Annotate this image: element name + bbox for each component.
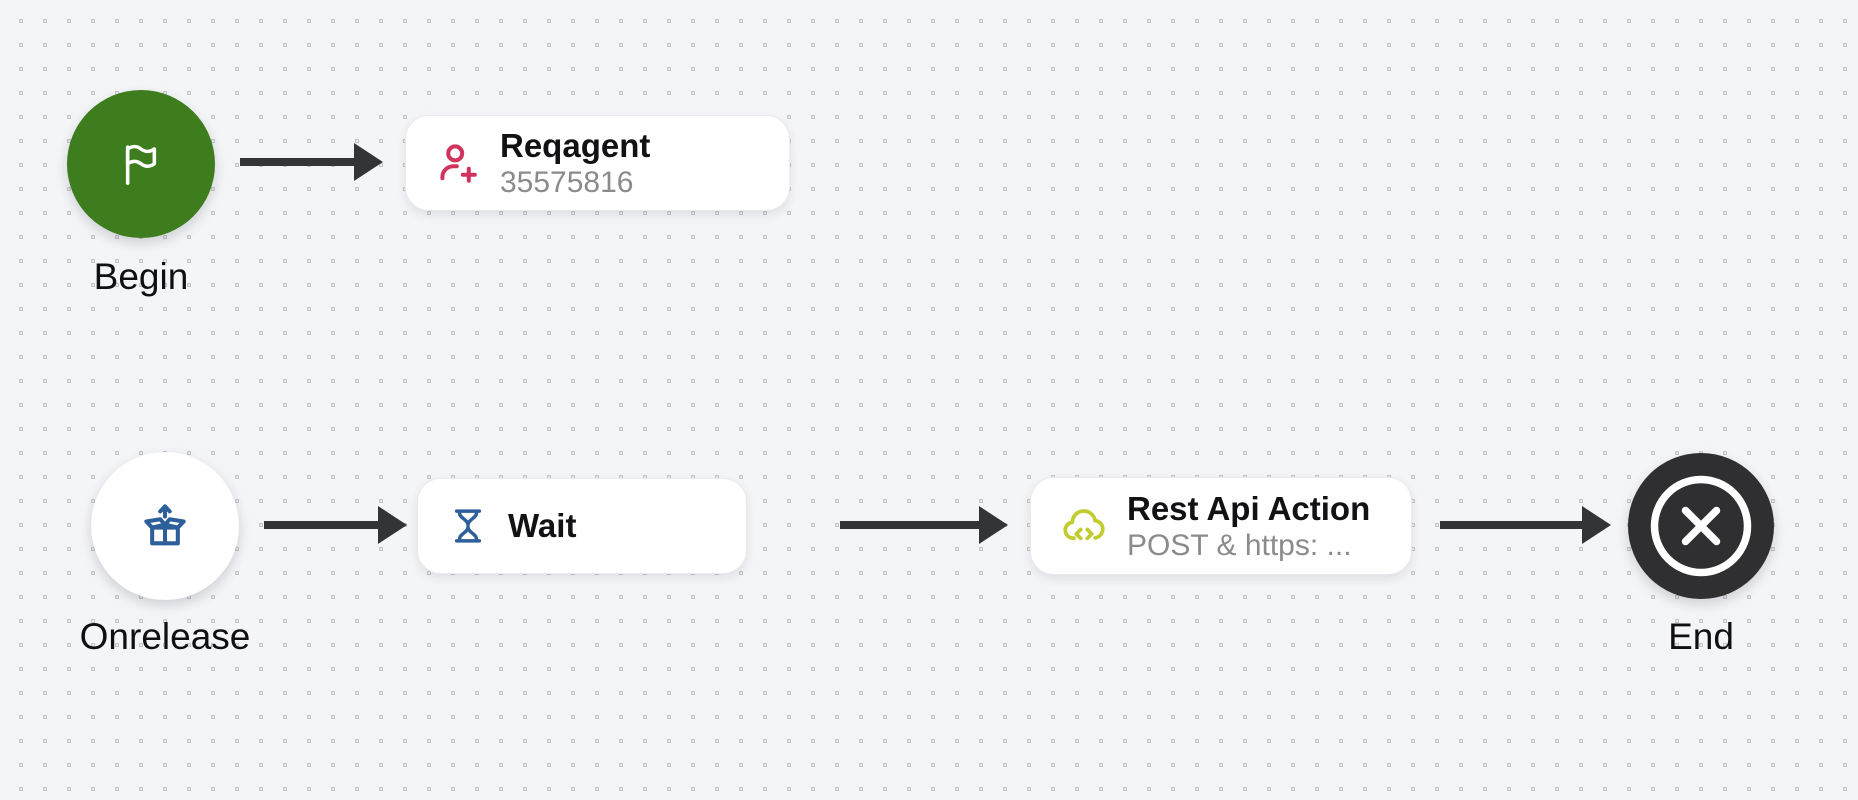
wait-card[interactable]: Wait [417,478,747,574]
rest-api-card-title: Rest Api Action [1127,489,1371,527]
end-node-label: End [1668,616,1734,657]
close-circle-icon [1628,453,1774,599]
connector-onrelease-wait [264,521,378,529]
person-add-icon [434,139,482,187]
flag-icon [116,139,166,189]
onrelease-node[interactable] [91,452,239,600]
wait-card-title: Wait [508,506,577,544]
reqagent-card[interactable]: Reqagent 35575816 [405,115,790,211]
rest-api-action-card[interactable]: Rest Api Action POST & https: ... [1030,477,1412,575]
begin-node[interactable] [67,90,215,238]
connector-restapi-end [1440,521,1582,529]
connector-begin-reqagent [240,158,354,166]
hourglass-icon [446,503,490,549]
connector-wait-restapi [840,521,979,529]
onrelease-node-label: Onrelease [79,616,251,657]
box-release-icon [138,499,192,553]
end-node[interactable] [1628,453,1774,599]
reqagent-card-subtitle: 35575816 [500,165,634,199]
reqagent-card-title: Reqagent [500,126,651,164]
begin-node-label: Begin [93,256,189,297]
cloud-code-icon [1059,501,1109,551]
rest-api-card-subtitle: POST & https: ... [1127,528,1352,562]
